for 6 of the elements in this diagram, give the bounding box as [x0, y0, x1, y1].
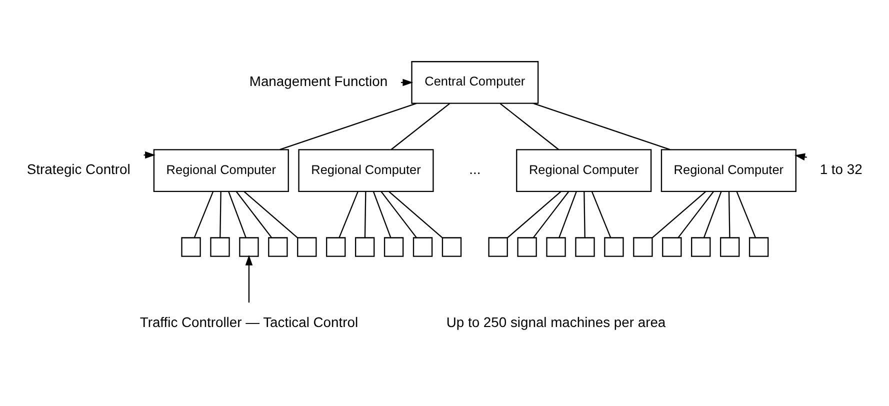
node-text: Management Function	[249, 73, 388, 90]
node-text: Traffic Controller — Tactical Control	[140, 314, 358, 330]
node-text: 1 to 32	[820, 161, 862, 178]
label: ...	[469, 161, 481, 178]
node-text: Strategic Control	[26, 161, 130, 178]
label: Up to 250 signal machines per area	[446, 314, 666, 330]
